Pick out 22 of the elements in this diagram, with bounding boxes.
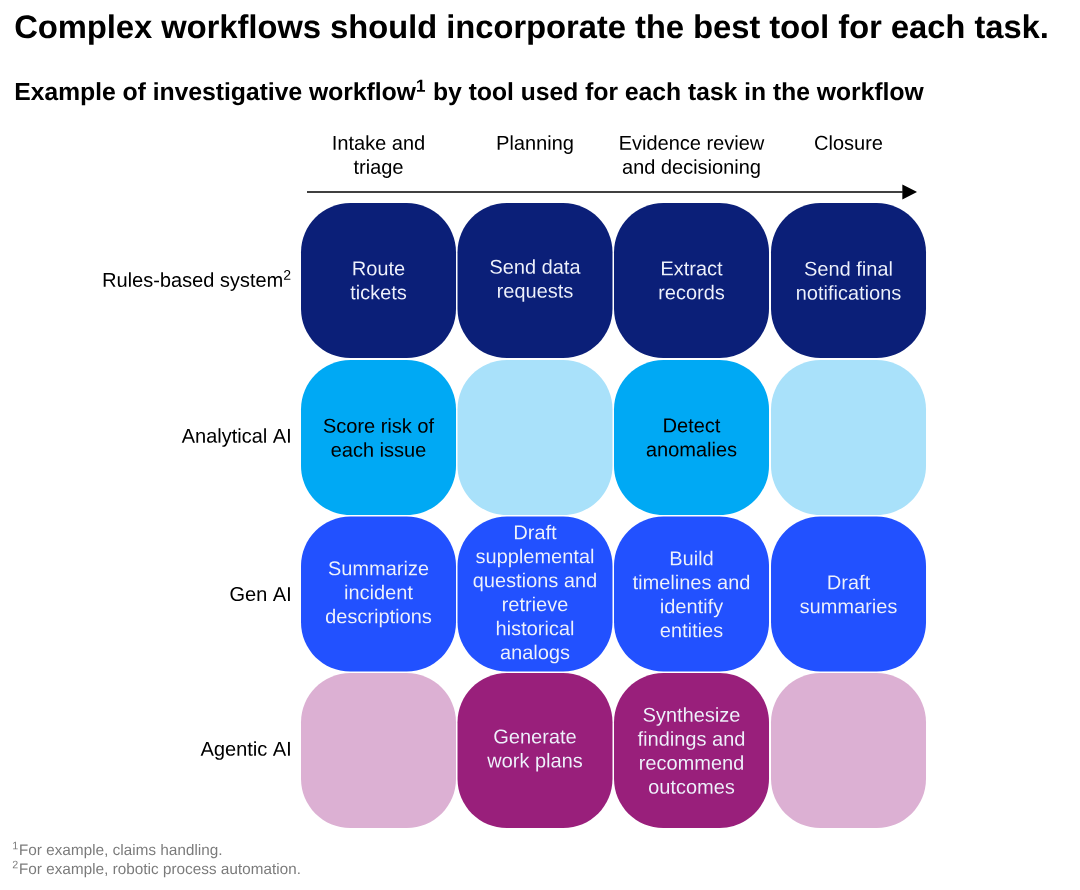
subtitle: Example of investigative workflow$^{1}$ by tool used for each task in the workflow	[15, 79, 924, 106]
task-box: Synthesize findings and recommend outcomes	[614, 673, 769, 828]
footnote: $^{1}$For example, claims handling.	[13, 841, 222, 859]
task-box: Send final notifications	[771, 203, 926, 358]
title: Complex workflows should incorporate the best tool for each task.	[15, 14, 1047, 45]
task-box: Extract records	[614, 203, 769, 358]
task-box: Generate work plans	[457, 673, 613, 828]
column-header: Intake and triage	[333, 135, 424, 178]
task-box: Detect anomalies	[614, 360, 769, 515]
column-header: Evidence review and decisioning	[620, 135, 765, 178]
task-box: Route tickets	[301, 203, 456, 358]
task-box: Score risk of each issue	[301, 360, 456, 515]
task-box: Send data requests	[457, 203, 613, 358]
empty-box	[771, 360, 926, 515]
footnote: $^{2}$For example, robotic process automation.	[12, 860, 300, 878]
task-box: Summarize incident descriptions	[301, 516, 456, 672]
column-header: Closure	[815, 135, 883, 150]
task-box: Build timelines and identify entities	[614, 516, 769, 672]
column-header: Planning	[497, 135, 573, 154]
empty-box	[771, 673, 926, 828]
task-box: Draft supplemental questions and retrieve historical analogs	[457, 516, 613, 672]
task-box: Draft summaries	[771, 516, 926, 672]
